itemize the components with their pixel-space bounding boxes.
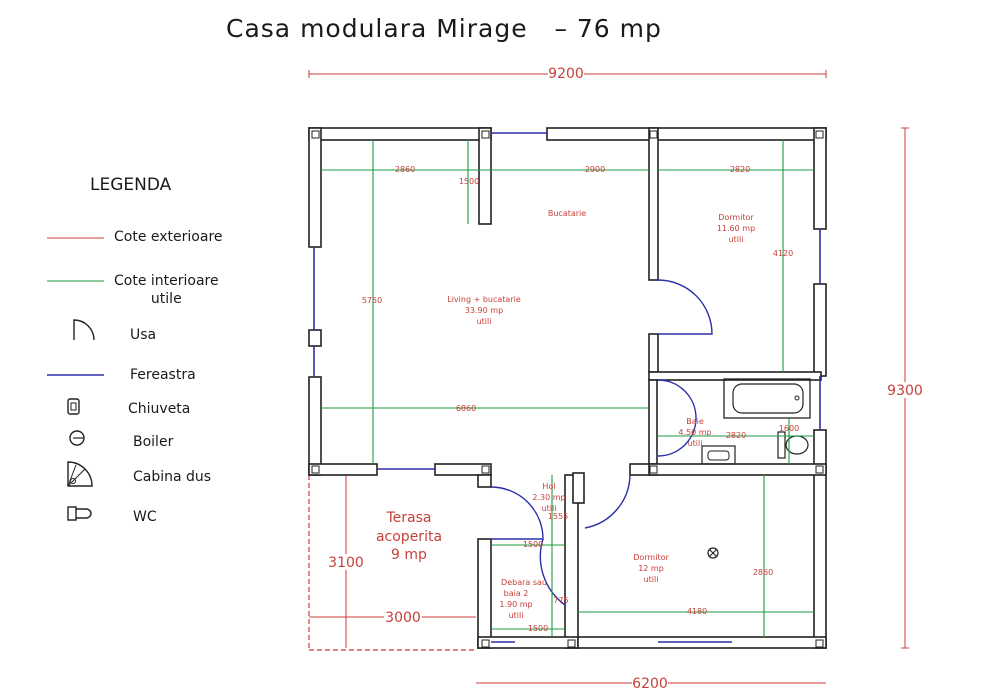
dim-1555: 1555 (548, 512, 568, 521)
svg-text:utili: utili (688, 439, 703, 448)
sink-icon (701, 445, 736, 465)
svg-text:9 mp: 9 mp (391, 547, 427, 563)
legend-label-shower: Cabina dus (133, 469, 212, 485)
svg-text:Living + bucatarie: Living + bucatarie (447, 295, 521, 304)
svg-text:utili: utili (542, 504, 557, 513)
svg-text:Terasa: Terasa (386, 510, 432, 526)
dim-1500-debara: 1500 (528, 624, 548, 633)
svg-text:Debara sau: Debara sau (501, 578, 547, 587)
doors (490, 279, 713, 606)
dim-1500-hol: 1500 (523, 540, 543, 549)
door-symbol-icon (73, 319, 95, 341)
walls (308, 127, 827, 649)
dim-2820-bath: 2820 (726, 431, 746, 440)
legend-label-door: Usa (130, 327, 157, 343)
svg-text:4.50 mp: 4.50 mp (678, 428, 711, 437)
svg-text:acoperita: acoperita (376, 529, 442, 545)
svg-text:Dormitor: Dormitor (633, 553, 669, 562)
svg-text:2.30 mp: 2.30 mp (532, 493, 565, 502)
plan-title: Casa modulara Mirage – 76 mp (226, 14, 662, 43)
dim-5750: 5750 (362, 296, 382, 305)
svg-text:utili: utili (729, 235, 744, 244)
dim-4180: 4180 (687, 607, 707, 616)
room-label-terasa: Terasa acoperita 9 mp (376, 510, 442, 563)
legend-label-boiler: Boiler (133, 434, 174, 450)
wc-symbol-icon (67, 506, 92, 521)
svg-text:utili: utili (509, 611, 524, 620)
boiler-symbol-icon (69, 430, 85, 446)
svg-text:11.60 mp: 11.60 mp (717, 224, 755, 233)
legend-label-wc: WC (133, 509, 157, 525)
room-label-dormitor-1: Dormitor 11.60 mp utili (717, 213, 755, 244)
svg-text:Baie: Baie (686, 417, 704, 426)
dim-1500-top: 1500 (459, 177, 479, 186)
dim-2820: 2820 (730, 165, 750, 174)
dim-2860: 2860 (395, 165, 415, 174)
svg-text:Dormitor: Dormitor (718, 213, 754, 222)
room-label-bucatarie: Bucatarie (548, 209, 586, 218)
shower-symbol-icon (67, 461, 93, 487)
dim-4120: 4120 (773, 249, 793, 258)
dim-6860: 6860 (456, 404, 476, 413)
dim-top-9200: 9200 (548, 66, 584, 82)
room-label-hol: Hol 2.30 mp utili (532, 482, 565, 513)
boiler-icon (707, 547, 719, 559)
room-label-baie: Baie 4.50 mp utili (678, 417, 711, 448)
svg-text:utili: utili (644, 575, 659, 584)
corner-posts (311, 130, 824, 648)
dim-terrace-3100: 3100 (328, 555, 364, 571)
legend-label-interior-dims: Cote interioare utile (114, 273, 219, 307)
room-label-living: Living + bucatarie 33.90 mp utili (447, 295, 521, 326)
windows (313, 132, 821, 643)
legend-label-window: Fereastra (130, 367, 196, 383)
dim-right-9300: 9300 (887, 383, 923, 399)
bathtub-icon (723, 378, 811, 419)
svg-text:33.90 mp: 33.90 mp (465, 306, 503, 315)
legend-label-sink: Chiuveta (128, 401, 191, 417)
legend-title: LEGENDA (90, 175, 172, 195)
svg-text:Hol: Hol (542, 482, 555, 491)
dim-bottom-6200: 6200 (632, 676, 668, 689)
dim-2860-bedroom: 2860 (753, 568, 773, 577)
svg-text:baia 2: baia 2 (504, 589, 529, 598)
sink-symbol-icon (67, 398, 80, 415)
dim-1600: 1600 (779, 424, 799, 433)
interior-dimensions (321, 140, 814, 637)
svg-text:utili: utili (477, 317, 492, 326)
room-label-dormitor-2: Dormitor 12 mp utili (633, 553, 669, 584)
room-label-debara: Debara sau baia 2 1.90 mp utili (499, 578, 547, 620)
dim-775: 775 (553, 596, 568, 605)
dim-terrace-3000: 3000 (385, 610, 421, 626)
svg-text:12 mp: 12 mp (638, 564, 664, 573)
dim-2900: 2900 (585, 165, 605, 174)
svg-text:1.90 mp: 1.90 mp (499, 600, 532, 609)
legend-label-exterior-dims: Cote exterioare (114, 229, 223, 245)
